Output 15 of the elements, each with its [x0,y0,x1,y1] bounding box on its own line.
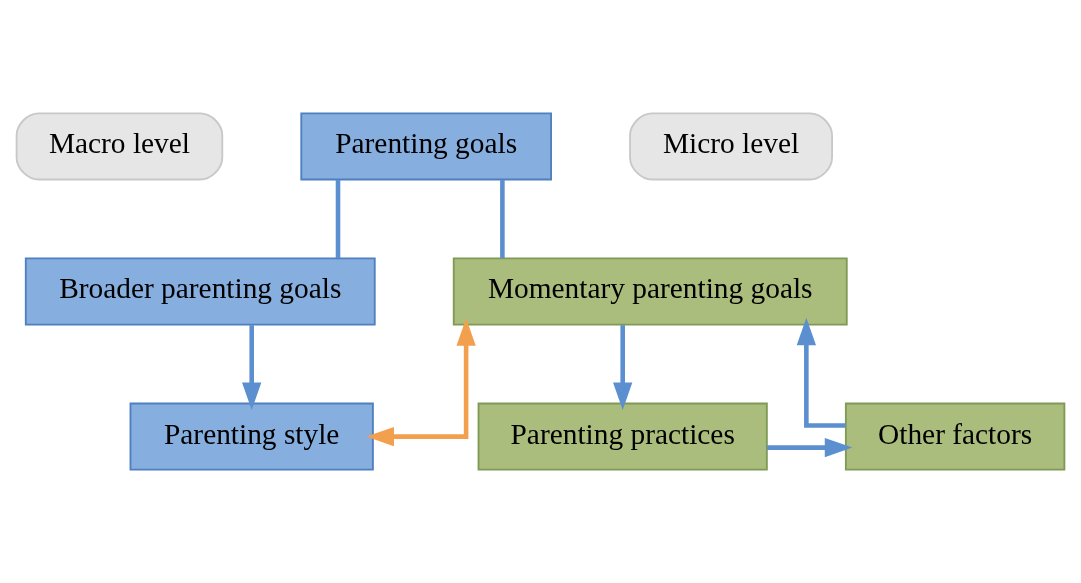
node-box: Parenting style [129,402,374,471]
connector [335,180,341,259]
node-box: Parenting goals [300,112,552,181]
arrow [242,325,262,411]
arrow [366,318,476,447]
arrow [796,317,846,428]
arrow [613,325,633,411]
node-box: Micro level [629,112,833,181]
node-box: Momentary parenting goals [452,257,848,326]
node-box: Broader parenting goals [24,257,376,326]
node-box: Parenting practices [477,402,768,471]
connector [500,180,505,259]
arrow [767,437,853,458]
node-box: Macro level [15,112,224,181]
node-box: Other factors [844,402,1066,471]
